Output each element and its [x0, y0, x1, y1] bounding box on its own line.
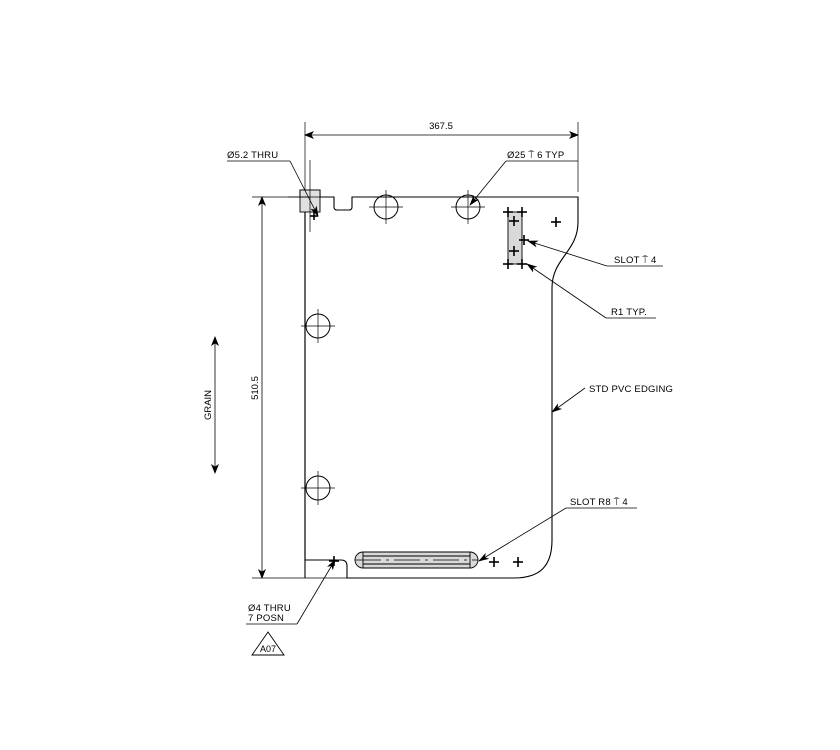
slot-interior-crosses: [509, 216, 529, 256]
callout-slot-depth-group: SLOT ⍑ 4: [527, 240, 663, 267]
callout-hole-25-label: Ø25 ⍑ 6 TYP: [507, 150, 564, 161]
vertical-detail-slot-group: [503, 207, 561, 269]
callout-leader: [526, 263, 607, 319]
dimension-width-group: 367.5: [304, 121, 579, 192]
grain-direction-group: GRAIN: [203, 336, 219, 474]
balloon-label: A07: [260, 644, 276, 654]
callout-hole-4-line2: 7 POSN: [248, 613, 284, 624]
callout-leader: [469, 160, 507, 206]
left-hole-lower-group: [301, 471, 335, 505]
slot-corner-crosses: [503, 207, 527, 269]
callout-r1-group: R1 TYP.: [526, 263, 656, 319]
dimension-height-group: 510.5: [250, 196, 350, 579]
callout-leader: [296, 559, 336, 625]
callout-leader: [478, 507, 567, 562]
callout-leader: [551, 387, 586, 413]
vertical-slot-shape: [507, 211, 523, 265]
top-hole-1-group: [369, 190, 403, 224]
callout-pvc-group: STD PVC EDGING: [551, 384, 673, 413]
callout-hole-52-group: Ø5.2 THRU: [227, 150, 319, 217]
callout-r1-label: R1 TYP.: [611, 307, 647, 318]
callout-leader: [289, 160, 319, 217]
callout-slot-r8-group: SLOT R8 ⍑ 4: [478, 497, 637, 562]
callout-slot-depth-label: SLOT ⍑ 4: [614, 255, 657, 266]
part-outline-group: [299, 189, 579, 579]
callout-hole-4-group: Ø4 THRU 7 POSN A07: [246, 559, 336, 656]
callout-hole-4-line1: Ø4 THRU: [248, 603, 291, 614]
balloon-triangle-symbol: [251, 631, 285, 656]
dimension-width-label: 367.5: [429, 121, 453, 132]
callout-hole-25-group: Ø25 ⍑ 6 TYP: [469, 150, 578, 206]
part-body-outline: [299, 189, 579, 579]
bottom-slot-group: [329, 551, 523, 569]
callout-leader: [527, 240, 608, 267]
top-hole-2-group: [451, 190, 485, 224]
left-hole-upper-group: [301, 309, 335, 343]
bottom-cross-markers: [489, 557, 523, 567]
callout-pvc-label: STD PVC EDGING: [589, 384, 673, 395]
detail-cross-marker: [551, 217, 561, 227]
grain-label: GRAIN: [203, 390, 214, 420]
top-left-notch-group: [288, 160, 330, 232]
dimension-height-label: 510.5: [250, 376, 261, 400]
callout-slot-r8-label: SLOT R8 ⍑ 4: [570, 497, 628, 508]
callout-hole-52-label: Ø5.2 THRU: [227, 150, 278, 161]
